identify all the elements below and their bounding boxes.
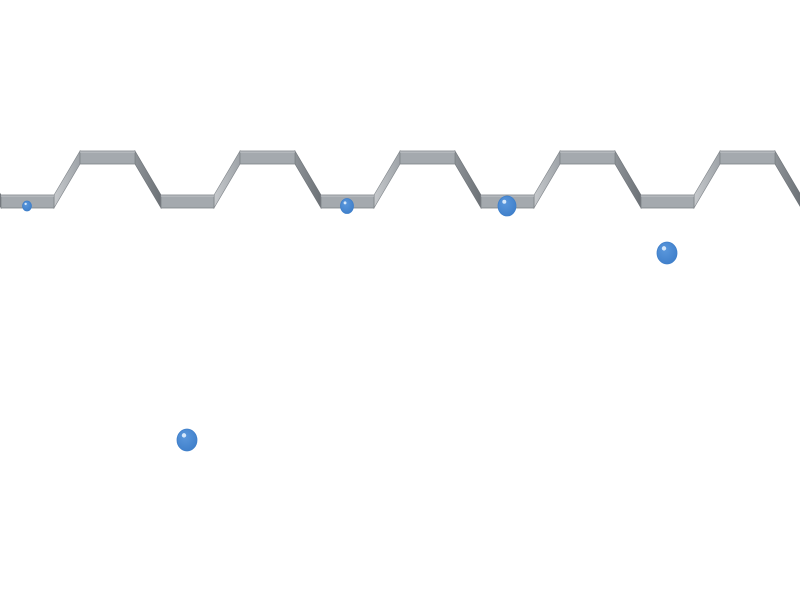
water-droplet-icon	[340, 198, 354, 214]
sheet-crest	[399, 150, 456, 165]
sheet-slope-rising	[693, 149, 721, 210]
sheet-slope-rising	[213, 149, 241, 210]
droplet-body	[340, 198, 354, 214]
sheet-slope-falling	[454, 149, 482, 210]
sheet-crest	[239, 150, 296, 165]
droplet-body	[656, 241, 678, 265]
sheet-slope-falling	[614, 149, 642, 210]
sheet-trough	[640, 194, 695, 209]
water-droplet-icon	[656, 241, 678, 265]
droplet-body	[497, 195, 517, 217]
droplet-highlight	[24, 202, 27, 206]
droplet-body	[176, 428, 198, 452]
sheet-slope-rising	[53, 149, 81, 210]
water-droplet-icon	[22, 200, 32, 212]
sheet-slope-rising	[373, 149, 401, 210]
sheet-slope-falling	[774, 149, 800, 207]
water-droplet-icon	[497, 195, 517, 217]
droplet-highlight	[502, 199, 507, 204]
sheet-crest	[719, 150, 776, 165]
water-droplets	[22, 195, 678, 452]
sheet-crest	[559, 150, 616, 165]
sheet-crest	[79, 150, 136, 165]
droplet-highlight	[343, 201, 347, 205]
droplet-body	[22, 200, 32, 212]
corrugated-metal-sheet-icon	[0, 149, 800, 210]
sheet-slope-falling	[134, 149, 162, 210]
sheet-slope-rising	[533, 149, 561, 210]
droplet-highlight	[181, 433, 187, 438]
droplet-highlight	[661, 246, 667, 251]
water-droplet-icon	[176, 428, 198, 452]
sheet-slope-falling	[294, 149, 322, 210]
sheet-trough	[160, 194, 215, 209]
